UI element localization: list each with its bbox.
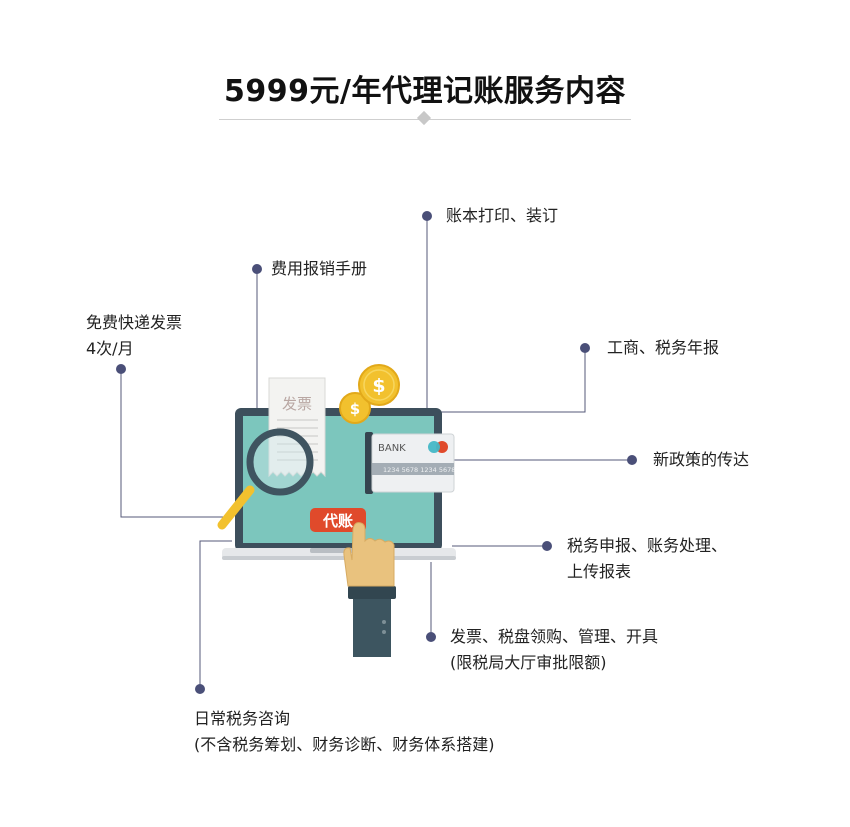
laptop-base-shadow <box>222 556 456 560</box>
bank-card-illustration: BANK 1234 5678 1234 5678 <box>365 432 455 494</box>
card-number: 1234 5678 1234 5678 <box>383 466 455 474</box>
leader-lines <box>120 216 632 689</box>
label-daily-consult-line2: (不含税务筹划、财务诊断、财务体系搭建) <box>194 735 495 754</box>
label-invoice-delivery-line2: 4次/月 <box>86 339 134 358</box>
label-expense-manual: 费用报销手册 <box>271 259 368 278</box>
sleeve <box>353 597 391 657</box>
cuff <box>348 586 396 599</box>
label-invoice-delivery-line1: 免费快递发票 <box>86 313 183 332</box>
receipt-title: 发票 <box>282 395 312 413</box>
dot-daily-consult <box>195 684 205 694</box>
stamp-text: 代账 <box>322 512 353 530</box>
leader-daily-consult <box>199 540 232 689</box>
label-invoice-delivery: 免费快递发票 4次/月 <box>86 310 182 362</box>
coin-large-symbol: $ <box>372 375 385 397</box>
coins-illustration: $ $ <box>339 364 400 424</box>
dot-invoice-delivery <box>116 364 126 374</box>
label-tax-filing-line1: 税务申报、账务处理、 <box>567 536 728 555</box>
page-title: 5999元/年代理记账服务内容 <box>224 74 626 109</box>
coin-small <box>339 392 371 424</box>
dot-policy-update <box>627 455 637 465</box>
hand-palm <box>343 522 395 587</box>
leader-annual-report <box>440 348 586 413</box>
label-policy-update: 新政策的传达 <box>653 450 750 469</box>
label-daily-consult: 日常税务咨询 (不含税务筹划、财务诊断、财务体系搭建) <box>194 706 495 758</box>
card-stripe <box>372 463 454 475</box>
dot-invoice-tax-device <box>426 632 436 642</box>
marker-dots <box>116 211 637 694</box>
label-tax-filing: 税务申报、账务处理、 上传报表 <box>567 533 727 585</box>
card-slot <box>365 432 373 494</box>
label-invoice-tax-device-line2: (限税局大厅审批限额) <box>450 653 607 672</box>
magnifier-icon <box>217 428 314 530</box>
label-annual-report: 工商、税务年报 <box>607 338 720 357</box>
label-ledger-binding: 账本打印、装订 <box>446 206 559 225</box>
stamp-illustration: 代账 <box>310 508 366 532</box>
dot-annual-report <box>580 343 590 353</box>
dot-tax-filing <box>542 541 552 551</box>
label-tax-filing-line2: 上传报表 <box>567 562 632 581</box>
pointing-hand-icon <box>343 522 396 657</box>
card-logo-teal <box>428 441 440 453</box>
dot-ledger-binding <box>422 211 432 221</box>
coin-large <box>358 364 400 406</box>
leader-invoice-delivery <box>120 369 225 518</box>
label-invoice-tax-device: 发票、税盘领购、管理、开具 (限税局大厅审批限额) <box>450 624 658 676</box>
card-bank-label: BANK <box>378 443 406 454</box>
stamp-box <box>310 508 366 532</box>
label-invoice-tax-device-line1: 发票、税盘领购、管理、开具 <box>450 627 659 646</box>
coin-small-symbol: $ <box>350 400 360 418</box>
label-daily-consult-line1: 日常税务咨询 <box>194 709 291 728</box>
dot-expense-manual <box>252 264 262 274</box>
